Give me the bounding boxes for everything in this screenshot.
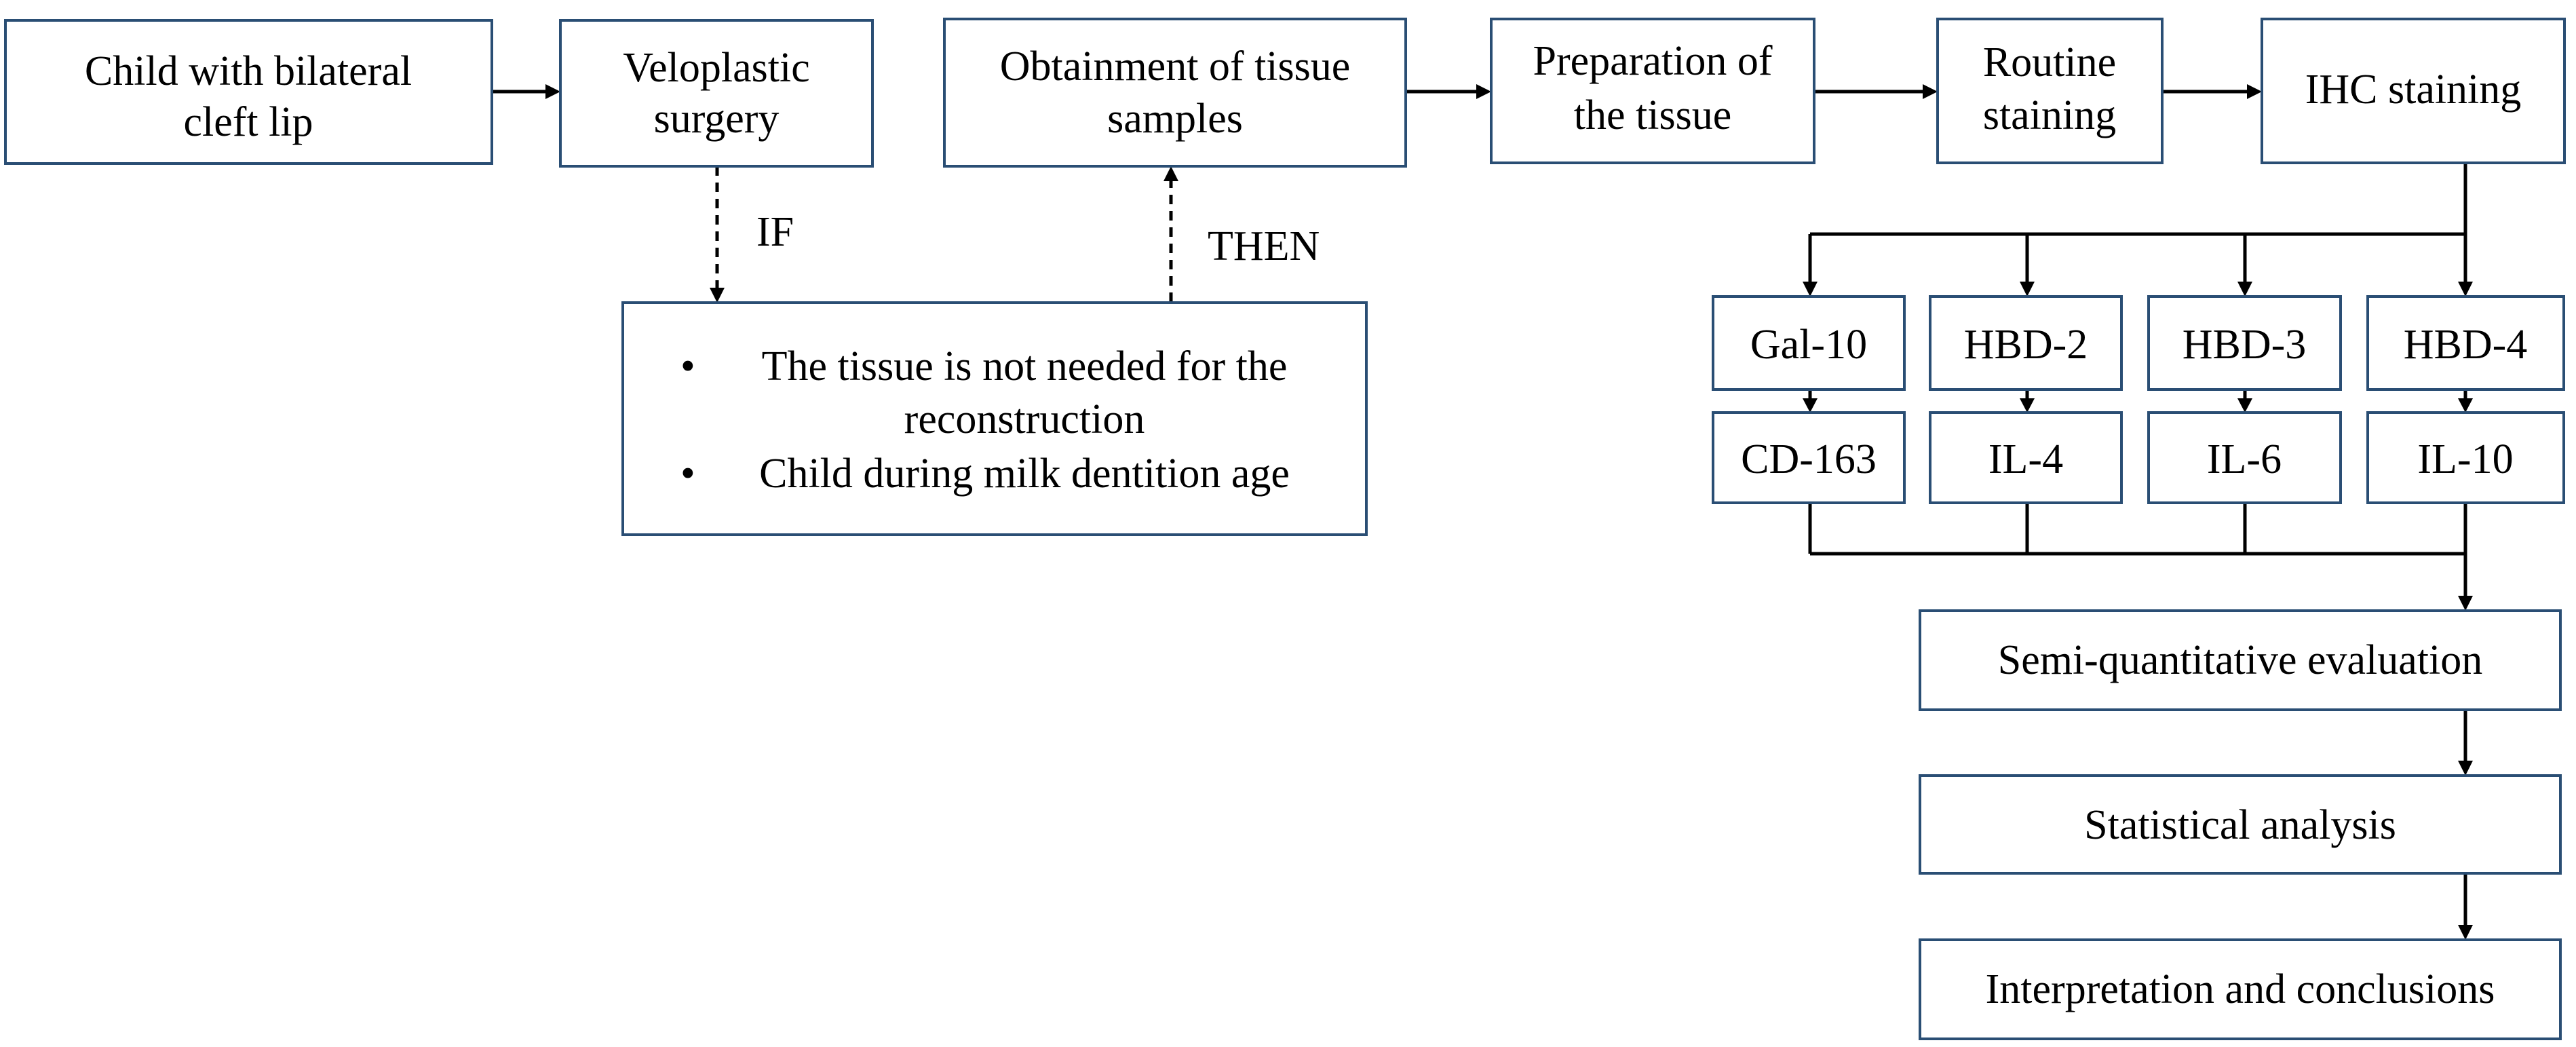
label-if: IF	[756, 209, 794, 255]
conditions-bullet-1: •	[680, 343, 695, 389]
arrowhead-merge-to-semi	[2458, 596, 2473, 611]
arrowhead-to-gal10	[1803, 282, 1818, 297]
arrowhead-to-hbd2	[2020, 282, 2035, 297]
box-child-line1: Child with bilateral	[85, 48, 412, 94]
box-il10: IL-10	[2366, 411, 2565, 504]
box-obtainment-line2: samples	[1107, 96, 1243, 142]
box-interpretation-and-conclusions: Interpretation and conclusions	[1919, 938, 2562, 1040]
box-routine-staining: Routine staining	[1936, 18, 2164, 164]
box-cd163-text: CD-163	[1741, 436, 1877, 482]
box-gal10-text: Gal-10	[1750, 322, 1867, 368]
box-semi-quantitative-evaluation: Semi-quantitative evaluation	[1919, 609, 2562, 711]
box-hbd2: HBD-2	[1929, 295, 2123, 391]
box-veloplastic-line2: surgery	[654, 96, 780, 142]
box-hbd4: HBD-4	[2366, 295, 2565, 391]
box-il4-text: IL-4	[1988, 436, 2063, 482]
box-il10-text: IL-10	[2417, 436, 2513, 482]
box-statistical-text: Statistical analysis	[2084, 802, 2396, 848]
box-obtainment-line1: Obtainment of tissue	[1000, 43, 1351, 90]
arrowhead-to-hbd3	[2237, 282, 2252, 297]
box-hbd3: HBD-3	[2147, 295, 2342, 391]
box-ihc-staining: IHC staining	[2261, 18, 2566, 164]
box-gal10: Gal-10	[1712, 295, 1906, 391]
box-preparation-line2: the tissue	[1574, 92, 1731, 138]
box-obtainment-of-tissue-samples: Obtainment of tissue samples	[943, 18, 1407, 168]
connectors	[492, 84, 2473, 940]
label-then: THEN	[1208, 223, 1320, 269]
arrowhead-conditions-to-obtainment	[1164, 166, 1178, 181]
arrowhead-routine-to-ihc	[2247, 84, 2262, 99]
box-il4: IL-4	[1929, 411, 2123, 504]
box-hbd4-text: HBD-4	[2404, 322, 2528, 368]
arrowhead-hbd3-to-il6	[2237, 398, 2252, 413]
box-il6: IL-6	[2147, 411, 2342, 504]
arrowhead-gal10-to-cd163	[1803, 398, 1818, 413]
box-preparation-of-the-tissue: Preparation of the tissue	[1490, 18, 1815, 164]
box-child-with-cleft-lip: Child with bilateral cleft lip	[4, 19, 493, 165]
box-interpretation-text: Interpretation and conclusions	[1986, 966, 2495, 1012]
box-cd163: CD-163	[1712, 411, 1906, 504]
conditions-item1-line2: reconstruction	[904, 396, 1145, 442]
arrowhead-hbd2-to-il4	[2020, 398, 2035, 413]
arrowhead-child-to-veloplastic	[545, 84, 560, 99]
box-preparation-line1: Preparation of	[1533, 38, 1773, 84]
arrowhead-obtainment-to-preparation	[1476, 84, 1491, 99]
box-il6-text: IL-6	[2207, 436, 2282, 482]
arrowhead-semi-to-statistical	[2458, 761, 2473, 776]
box-ihc-text: IHC staining	[2305, 66, 2522, 113]
arrowhead-hbd4-to-il10	[2458, 398, 2473, 413]
box-veloplastic-line1: Veloplastic	[623, 45, 810, 91]
box-statistical-analysis: Statistical analysis	[1919, 774, 2562, 875]
box-routine-line1: Routine	[1983, 39, 2116, 85]
box-routine-line2: staining	[1983, 92, 2116, 138]
arrowhead-statistical-to-interpretation	[2458, 925, 2473, 940]
conditions-bullet-2: •	[680, 451, 695, 497]
arrowhead-to-hbd4	[2458, 282, 2473, 297]
box-child-line2: cleft lip	[183, 99, 313, 145]
conditions-item2: Child during milk dentition age	[759, 451, 1290, 497]
arrowhead-veloplastic-to-conditions	[710, 288, 725, 303]
box-veloplastic-surgery: Veloplastic surgery	[559, 19, 874, 168]
conditions-item1-line1: The tissue is not needed for the	[762, 343, 1288, 389]
box-semi-text: Semi-quantitative evaluation	[1998, 637, 2483, 683]
box-hbd3-text: HBD-3	[2183, 322, 2307, 368]
arrowhead-preparation-to-routine	[1923, 84, 1938, 99]
box-conditions: • The tissue is not needed for the recon…	[621, 301, 1368, 536]
box-hbd2-text: HBD-2	[1964, 322, 2088, 368]
